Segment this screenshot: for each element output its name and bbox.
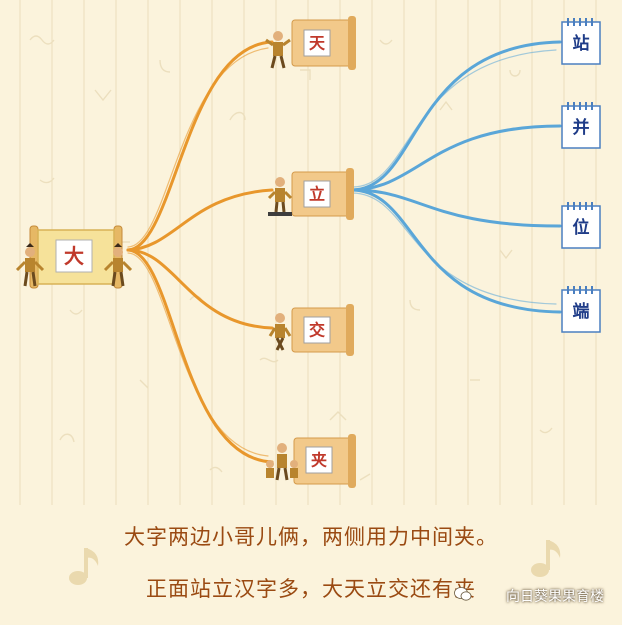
- music-note-icon: [69, 548, 99, 585]
- branch-node-jia: 夹: [266, 434, 356, 488]
- figure-icon: [103, 243, 133, 287]
- link-root-tian: [126, 40, 274, 252]
- link-li-bing: [351, 124, 562, 192]
- leaf-card-bing: 并: [561, 102, 601, 149]
- watermark: 向日葵果果育楼: [506, 589, 604, 605]
- link-li-zhan: [351, 40, 562, 192]
- leaf-label: 位: [573, 217, 590, 238]
- rhyme-line-1: 大字两边小哥儿俩，两侧用力中间夹。: [124, 525, 498, 549]
- leaf-card-wei: 位: [561, 202, 601, 249]
- background-pattern: [19, 0, 597, 505]
- root-node: 大: [15, 225, 133, 289]
- figure-icon: [265, 31, 291, 69]
- figure-icon: [268, 313, 292, 351]
- leaf-card-zhan: 站: [561, 18, 601, 65]
- leaf-label: 端: [573, 301, 590, 322]
- link-root-li: [126, 188, 274, 252]
- figure-icon: [267, 177, 293, 216]
- link-root-jiao: [126, 248, 274, 330]
- figure-icon: [15, 243, 45, 287]
- branch-node-li: 立: [267, 168, 354, 220]
- branch-label: 天: [309, 34, 326, 53]
- branch-node-jiao: 交: [268, 304, 354, 356]
- branch-label: 立: [309, 185, 325, 204]
- link-li-wei: [351, 188, 562, 228]
- leaf-label: 并: [573, 117, 590, 138]
- wechat-icon: [454, 587, 472, 601]
- leaf-label: 站: [573, 33, 590, 54]
- figure-icon: [266, 443, 298, 481]
- rhyme-line-2: 正面站立汉字多，大天立交还有夹: [146, 577, 476, 601]
- link-root-jia: [126, 248, 274, 464]
- branch-node-tian: 天: [265, 16, 356, 70]
- link-li-duan: [351, 188, 562, 314]
- branch-label: 交: [309, 321, 325, 340]
- branch-label: 夹: [311, 451, 327, 470]
- root-label: 大: [64, 244, 84, 268]
- music-note-icon: [531, 540, 561, 577]
- leaf-card-duan: 端: [561, 286, 601, 333]
